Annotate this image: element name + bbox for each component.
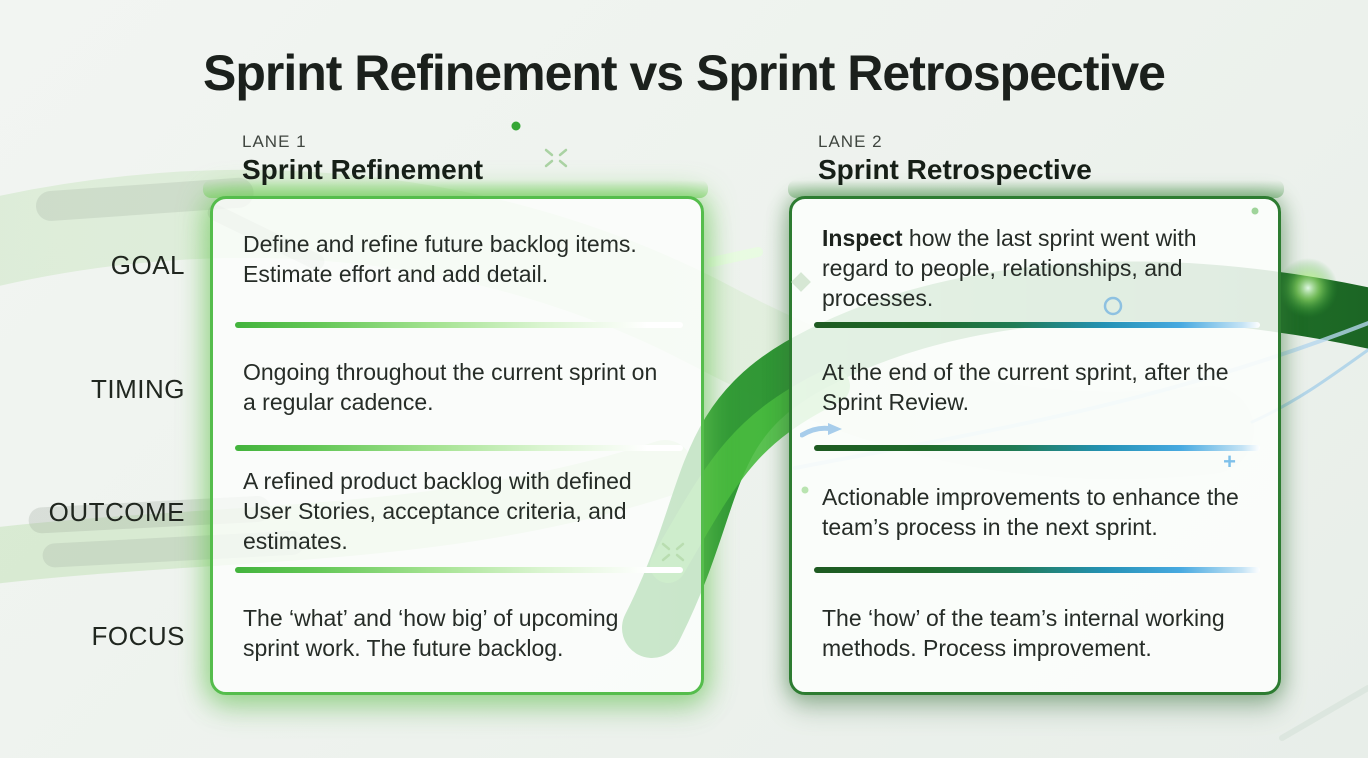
lane1-card: Define and refine future backlog items. … <box>210 196 704 695</box>
gray-curve-bottom-right <box>1279 685 1368 741</box>
row-label-goal: GOAL <box>110 250 185 280</box>
lane1-title: Sprint Refinement <box>242 154 484 185</box>
glow-spot <box>1278 258 1338 318</box>
lane2-timing-text: At the end of the current sprint, after … <box>822 359 1229 415</box>
lane1-divider-timing <box>235 445 683 451</box>
lane1-focus-text: The ‘what’ and ‘how big’ of upcoming spr… <box>243 605 619 661</box>
circle-sparkle-icon <box>1103 296 1123 316</box>
lane1-header: LANE 1 Sprint Refinement <box>242 132 483 186</box>
swoosh-light-pill <box>707 247 763 267</box>
row-label-focus: FOCUS <box>91 621 185 651</box>
lane2-title: Sprint Retrospective <box>818 154 1092 185</box>
page-title: Sprint Refinement vs Sprint Retrospectiv… <box>202 45 1166 101</box>
lane1-divider-goal <box>235 322 683 328</box>
lane2-outcome-text: Actionable improvements to enhance the t… <box>822 484 1239 540</box>
row-label-outcome: OUTCOME <box>48 497 185 527</box>
lane2-focus-text: The ‘how’ of the team’s internal working… <box>822 605 1225 661</box>
lane2-card: Inspect how the last sprint went with re… <box>789 196 1281 695</box>
flow-arrow-icon <box>800 423 842 438</box>
lane2-divider-timing <box>814 445 1260 451</box>
lane2-goal-text: Inspect how the last sprint went with re… <box>822 223 1258 313</box>
cross-sparkle-icon <box>544 148 568 168</box>
dot-sparkle-icon <box>511 121 521 131</box>
lane1-outcome-text: A refined product backlog with defined U… <box>243 468 632 554</box>
lane2-goal-lead: Inspect <box>822 225 903 251</box>
lane1-goal-text: Define and refine future backlog items. … <box>243 231 637 287</box>
row-label-timing: TIMING <box>91 374 185 404</box>
plus-sparkle-icon: + <box>1223 449 1236 474</box>
lane2-header: LANE 2 Sprint Retrospective <box>818 132 1092 186</box>
lane1-divider-outcome <box>235 567 683 573</box>
lane1-timing-text: Ongoing throughout the current sprint on… <box>243 359 658 415</box>
lane1-kicker: LANE 1 <box>242 132 307 151</box>
lane2-divider-goal <box>814 322 1260 328</box>
diamond-sparkle-icon <box>791 272 811 292</box>
lane2-kicker: LANE 2 <box>818 132 883 151</box>
lane2-divider-outcome <box>814 567 1260 573</box>
